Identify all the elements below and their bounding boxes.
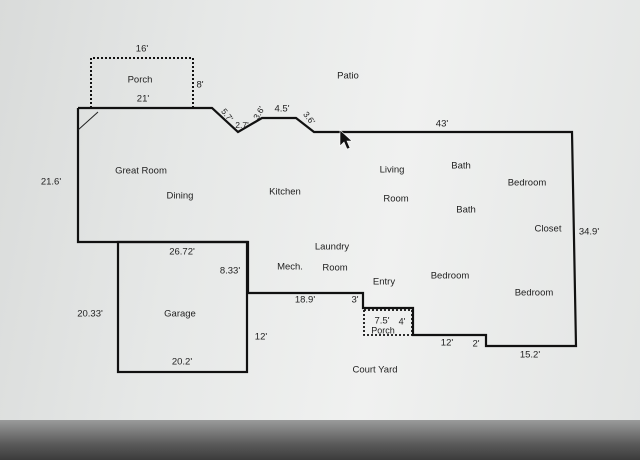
laundry-label: Laundry	[314, 241, 350, 253]
corner-tick	[77, 111, 99, 131]
dim-diag-2: 2.7'	[235, 119, 249, 130]
dim-left-height: 21.6'	[40, 176, 62, 188]
dim-bottom-right: 15.2'	[519, 349, 541, 361]
dim-porch2-depth: 4'	[398, 316, 406, 327]
bath-1-label: Bath	[451, 160, 471, 172]
closet-label: Closet	[534, 223, 562, 235]
kitchen-label: Kitchen	[269, 186, 301, 198]
laundry-room-label: Room	[322, 262, 348, 274]
dim-garage-top: 26.72'	[169, 246, 195, 258]
great-room-label: Great Room	[115, 165, 167, 177]
dim-top-right: 43'	[435, 118, 449, 130]
mouse-cursor-icon	[339, 129, 353, 150]
bedroom-2-label: Bedroom	[430, 270, 470, 282]
dim-porch2-width: 7.5'	[374, 315, 390, 327]
dim-top-flat: 4.5'	[274, 103, 290, 115]
dining-label: Dining	[166, 190, 194, 202]
bath-2-label: Bath	[456, 204, 476, 216]
dim-porch-width: 16'	[135, 43, 149, 55]
bedroom-3-label: Bedroom	[514, 287, 554, 299]
porch-bottom-label: Porch	[371, 325, 395, 336]
living-label: Living	[379, 164, 405, 176]
dim-garage-left: 20.33'	[77, 308, 103, 320]
bedroom-1-label: Bedroom	[507, 177, 547, 189]
porch-top-outline	[90, 57, 194, 108]
dim-mid-wall: 18.9'	[294, 294, 316, 306]
patio-label: Patio	[337, 70, 359, 82]
mech-label: Mech.	[277, 261, 303, 273]
dim-garage-inner: 8.33'	[219, 265, 241, 277]
court-yard-label: Court Yard	[352, 364, 398, 376]
dim-bottom-12: 12'	[440, 337, 454, 349]
dim-entry-step: 3'	[351, 294, 359, 306]
dim-porch-base: 21'	[136, 93, 150, 105]
monitor-bezel	[0, 420, 640, 460]
porch-bottom-outline	[363, 309, 413, 336]
dim-garage-bottom: 20.2'	[171, 356, 193, 368]
dim-garage-right: 12'	[254, 331, 268, 343]
porch-top-label: Porch	[127, 74, 153, 86]
dim-porch-depth: 8'	[196, 79, 204, 91]
dim-right-height: 34.9'	[578, 226, 600, 238]
house-outline	[76, 106, 578, 348]
garage-outline	[116, 240, 249, 374]
dim-bottom-2: 2'	[472, 338, 480, 350]
garage-label: Garage	[164, 308, 196, 320]
entry-label: Entry	[372, 276, 396, 288]
living-room-label: Room	[383, 193, 409, 205]
